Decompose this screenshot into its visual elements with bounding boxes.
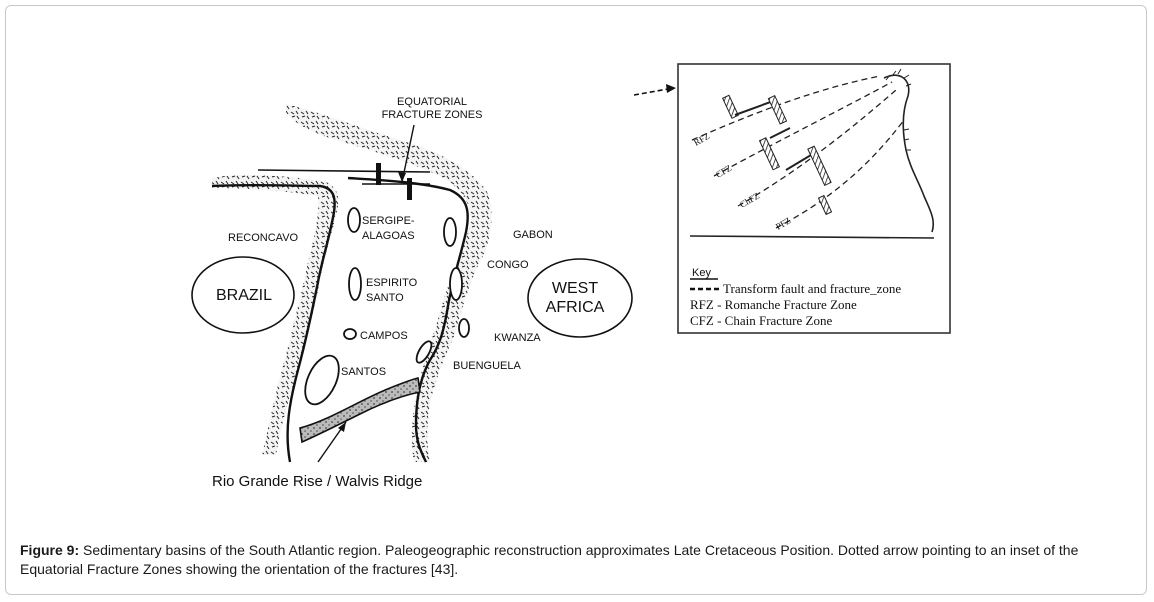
reconcavo-label: RECONCAVO xyxy=(228,232,299,244)
brazil-coastline xyxy=(211,183,336,463)
espirito-basin xyxy=(348,267,362,301)
gabon-label: GABON xyxy=(513,229,553,241)
key-title: Key xyxy=(692,267,711,279)
ridge-pointer-head xyxy=(338,422,346,432)
sergipe-label-line2: ALAGOAS xyxy=(362,230,415,242)
walvis-ridge xyxy=(299,377,421,444)
inset-ridge-2 xyxy=(767,94,788,125)
campos-label: CAMPOS xyxy=(360,330,408,342)
fracture-zone-inset: RFZ CFZ ChFZ PFZ Key Transform fault and… xyxy=(677,63,951,334)
west-africa-label-line1: WEST xyxy=(552,280,598,297)
inset-ridge-5 xyxy=(817,194,833,216)
congo-basin xyxy=(449,267,463,301)
inset-ridge-1 xyxy=(721,94,739,119)
equatorial-fracture-offset-2 xyxy=(407,178,412,200)
key-item-transform: Transform fault and fracture_zone xyxy=(723,281,901,296)
sergipe-basin xyxy=(347,207,361,233)
equatorial-pointer xyxy=(401,124,415,183)
congo-label: CONGO xyxy=(487,259,529,271)
equatorial-pointer-head xyxy=(398,172,406,182)
inset-transform-1 xyxy=(734,99,777,116)
africa-coastline xyxy=(347,176,469,463)
buenguela-label: BUENGUELA xyxy=(453,360,522,372)
figure-caption: Figure 9: Sedimentary basins of the Sout… xyxy=(20,541,1138,579)
caption-label: Figure 9: xyxy=(20,542,80,558)
equatorial-fracture-offset-1 xyxy=(376,163,381,185)
kwanza-basin xyxy=(458,318,470,338)
ridge-label: Rio Grande Rise / Walvis Ridge xyxy=(212,473,422,490)
equatorial-label-line1: EQUATORIAL xyxy=(397,96,467,108)
key-item-cfz: CFZ - Chain Fracture Zone xyxy=(690,313,832,328)
inset-chfz-line xyxy=(737,89,897,207)
inset-dotted-arrow-head xyxy=(666,84,676,93)
equatorial-label-line2: FRACTURE ZONES xyxy=(382,109,483,121)
kwanza-label: KWANZA xyxy=(494,332,541,344)
espirito-label-line2: SANTO xyxy=(366,292,404,304)
santos-label: SANTOS xyxy=(341,366,386,378)
equatorial-fracture-line-1 xyxy=(257,169,431,173)
campos-basin xyxy=(343,328,357,340)
gabon-basin xyxy=(443,217,457,247)
brazil-ellipse xyxy=(191,256,295,334)
west-africa-label-line2: AFRICA xyxy=(546,299,605,316)
inset-transform-2 xyxy=(769,127,791,139)
brazil-shelf-band xyxy=(212,174,339,455)
inset-pfz-line xyxy=(775,119,905,229)
sergipe-label-line1: SERGIPE- xyxy=(362,215,415,227)
inset-dotted-arrow xyxy=(633,88,669,96)
inset-ridge-3 xyxy=(758,137,781,171)
west-africa-ellipse xyxy=(527,258,633,338)
inset-coast-hatch xyxy=(885,68,912,151)
buenguela-basin xyxy=(415,340,433,364)
key-item-rfz: RFZ - Romanche Fracture Zone xyxy=(690,297,857,312)
south-atlantic-map: EQUATORIAL FRACTURE ZONES SERGIPE- ALAGO… xyxy=(191,96,633,490)
inset-rfz-line xyxy=(691,75,881,141)
caption-text: Sedimentary basins of the South Atlantic… xyxy=(20,542,1079,577)
inset-bottom-line xyxy=(689,235,935,239)
brazil-label: BRAZIL xyxy=(216,287,272,304)
santos-basin xyxy=(304,354,340,406)
inset-ridge-4 xyxy=(807,145,832,187)
espirito-label-line1: ESPIRITO xyxy=(366,277,418,289)
